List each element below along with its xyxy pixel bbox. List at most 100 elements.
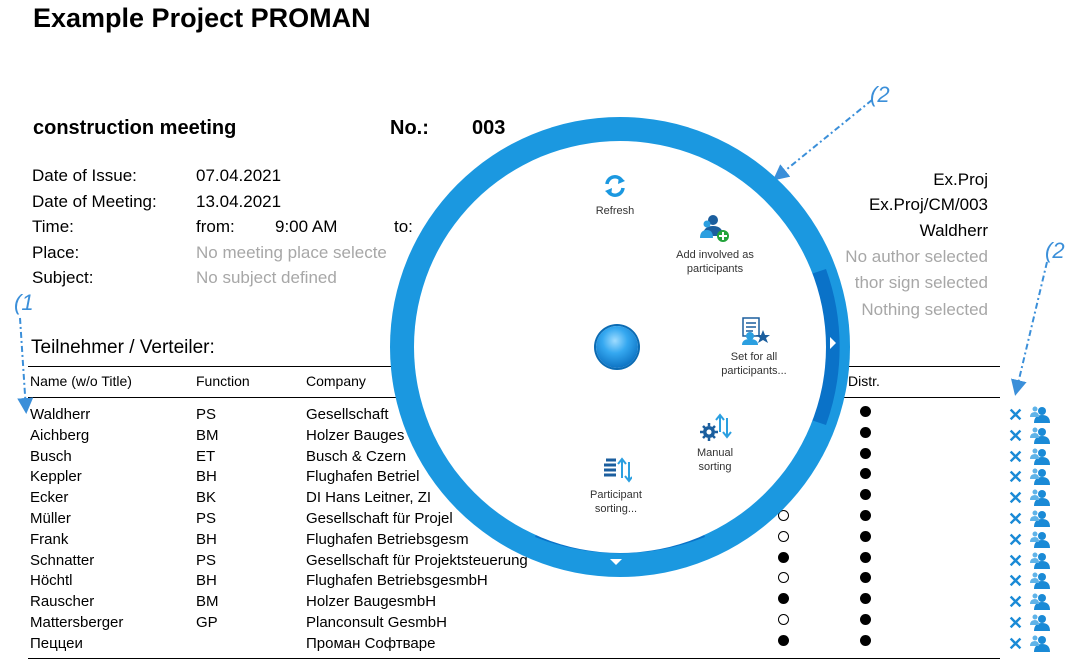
to-label: to:	[394, 217, 413, 236]
subject-label: Subject:	[32, 268, 94, 287]
delete-icon[interactable]: ✕	[1008, 446, 1024, 467]
chevron-down-icon[interactable]	[610, 559, 622, 565]
delete-icon[interactable]: ✕	[1008, 529, 1024, 550]
user-assign-icon[interactable]	[1030, 488, 1052, 507]
manual-sorting-button[interactable]: Manual sorting	[684, 412, 746, 474]
delete-icon[interactable]: ✕	[1008, 633, 1024, 654]
distribution-marker[interactable]	[860, 551, 871, 563]
nothing-selected-placeholder[interactable]: Nothing selected	[861, 300, 988, 319]
delete-icon[interactable]: ✕	[1008, 613, 1024, 633]
delete-icon[interactable]: ✕	[1008, 467, 1024, 488]
delete-icon[interactable]: ✕	[1008, 509, 1024, 529]
user-assign-icon[interactable]	[1030, 405, 1052, 423]
attendance-marker[interactable]	[778, 634, 789, 646]
delete-icon[interactable]: ✕	[1008, 550, 1024, 571]
from-label: from:	[196, 217, 235, 236]
participant-function: BM	[196, 593, 219, 611]
participant-function: GP	[196, 614, 218, 631]
distribution-marker[interactable]	[860, 634, 871, 646]
participant-company: Holzer BaugesmbH	[306, 593, 437, 611]
subject-value[interactable]: No subject defined	[196, 268, 337, 287]
from-value[interactable]: 9:00 AM	[275, 217, 338, 236]
column-header-company: Company	[306, 373, 366, 389]
date-issue-value[interactable]: 07.04.2021	[196, 166, 282, 185]
attendance-marker[interactable]	[778, 551, 789, 563]
delete-icon[interactable]: ✕	[1008, 405, 1024, 425]
attendance-marker[interactable]	[778, 530, 789, 542]
user-assign-icon[interactable]	[1030, 447, 1052, 465]
participant-company: Flughafen Betriel	[306, 468, 420, 486]
user-assign-icon[interactable]	[1030, 592, 1052, 611]
participant-company: Flughafen BetriebsgesmbH	[306, 572, 488, 590]
user-assign-icon[interactable]	[1030, 634, 1052, 652]
distribution-marker[interactable]	[860, 530, 871, 542]
participant-name: Frank	[30, 530, 69, 548]
attendance-marker[interactable]	[778, 510, 789, 521]
participant-company: Проман Софтваре	[306, 634, 436, 652]
project-title: Example Project PROMAN	[33, 3, 371, 33]
participant-name: Ecker	[30, 489, 69, 507]
participant-sorting-label: Participant sorting...	[590, 489, 642, 515]
number-value: 003	[472, 117, 506, 139]
user-assign-icon[interactable]	[1030, 467, 1052, 486]
attendance-marker[interactable]	[778, 614, 789, 625]
column-header-name: Name (w/o Title)	[30, 373, 132, 389]
attendance-marker[interactable]	[778, 593, 789, 605]
delete-icon[interactable]: ✕	[1008, 425, 1024, 446]
distribution-marker[interactable]	[860, 406, 871, 417]
author-name[interactable]: Waldherr	[919, 221, 988, 240]
add-involved-label: Add involved as participants	[676, 249, 754, 275]
distribution-marker[interactable]	[860, 614, 871, 625]
delete-icon[interactable]: ✕	[1008, 571, 1024, 592]
distribution-marker[interactable]	[860, 489, 871, 501]
delete-icon[interactable]: ✕	[1008, 488, 1024, 509]
participant-name: Müller	[30, 510, 71, 527]
user-assign-icon[interactable]	[1030, 426, 1052, 444]
distribution-marker[interactable]	[860, 447, 871, 459]
set-for-all-button[interactable]: Set for all participants...	[712, 316, 796, 378]
distribution-marker[interactable]	[860, 426, 871, 438]
user-assign-icon[interactable]	[1030, 571, 1052, 590]
number-label: No.:	[390, 117, 429, 139]
attendance-marker[interactable]	[778, 572, 789, 584]
author-sign-placeholder[interactable]: thor sign selected	[854, 273, 988, 292]
add-involved-button[interactable]: Add involved as participants	[665, 212, 765, 276]
distribution-marker[interactable]	[860, 468, 871, 480]
date-meeting-value[interactable]: 13.04.2021	[196, 192, 282, 211]
chevron-right-icon[interactable]	[830, 337, 836, 349]
participant-function: PS	[196, 406, 217, 423]
participant-sorting-icon	[604, 457, 632, 483]
author-placeholder[interactable]: No author selected	[845, 247, 988, 266]
place-value[interactable]: No meeting place selecte	[196, 243, 387, 262]
refresh-button[interactable]: Refresh	[585, 172, 645, 218]
user-assign-icon[interactable]	[1030, 551, 1052, 569]
distribution-marker[interactable]	[860, 593, 871, 605]
participant-function: BH	[196, 572, 217, 590]
user-assign-icon[interactable]	[1030, 509, 1052, 527]
distribution-marker[interactable]	[860, 572, 871, 584]
participant-function: BK	[196, 489, 217, 507]
delete-icon[interactable]: ✕	[1008, 592, 1024, 613]
participant-company: Gesellschaft	[306, 406, 389, 423]
meeting-type: construction meeting	[33, 117, 237, 139]
user-assign-icon[interactable]	[1030, 613, 1052, 631]
distribution-marker[interactable]	[860, 510, 871, 521]
participant-company: Planconsult GesmbH	[306, 614, 447, 631]
participant-sorting-button[interactable]: Participant sorting...	[576, 456, 656, 516]
radial-menu-center-button[interactable]	[596, 326, 638, 368]
refresh-icon	[605, 175, 625, 197]
user-assign-icon[interactable]	[1030, 530, 1052, 548]
set-for-all-label: Set for all participants...	[721, 351, 787, 377]
